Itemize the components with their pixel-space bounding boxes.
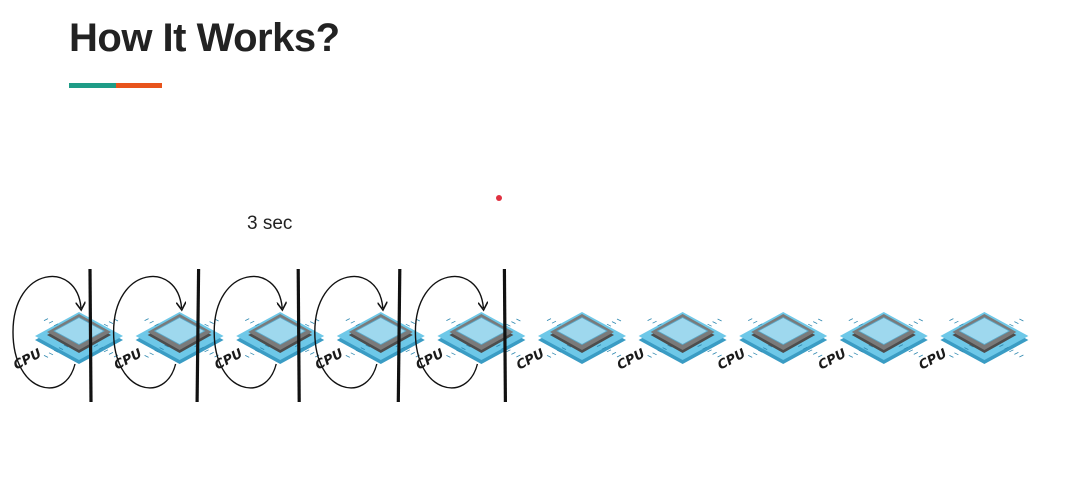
time-slice-divider [502, 268, 507, 403]
cpu-chip: CPU [817, 312, 928, 374]
time-slice-label: 3 sec [247, 213, 293, 234]
title-underline-teal [69, 83, 116, 88]
chip-die [455, 317, 508, 345]
loop-arrow [12, 275, 81, 389]
chip-label: CPU [113, 346, 144, 374]
chip-die [556, 317, 608, 345]
chip-label: CPU [414, 346, 445, 374]
cpu-chip: CPU [314, 312, 425, 374]
chip-label: CPU [12, 346, 43, 374]
chip-label: CPU [716, 346, 747, 374]
chip-label: CPU [213, 346, 244, 374]
loop-arrow [314, 275, 383, 389]
cpu-chip-row: CPU CPU CPU CPU CPU CPU CPU CPU CPU CPU [12, 268, 1029, 403]
chip-die [354, 317, 407, 345]
chip-label: CPU [917, 346, 948, 374]
time-slice-divider [396, 268, 402, 403]
cpu-chip: CPU [213, 312, 325, 374]
time-slice-divider [195, 268, 201, 403]
title-underline-orange [116, 83, 162, 88]
cpu-chip: CPU [12, 312, 123, 374]
slide-title: How It Works? [69, 16, 340, 60]
chip-die [757, 317, 810, 345]
cpu-chip: CPU [616, 312, 727, 374]
chip-die [254, 317, 307, 345]
cpu-chip: CPU [716, 312, 828, 374]
chip-label: CPU [817, 346, 848, 374]
chip-die [656, 317, 709, 345]
chip-label: CPU [515, 346, 546, 374]
loop-arrow [213, 275, 282, 389]
chip-die [958, 317, 1011, 345]
loop-arrow [112, 275, 182, 389]
chip-label: CPU [314, 346, 345, 374]
time-slice-divider [296, 268, 301, 403]
time-slice-divider [88, 268, 93, 403]
loop-arrow [414, 275, 483, 389]
cpu-chip: CPU [113, 312, 224, 374]
pointer-dot [496, 195, 502, 201]
chip-die [153, 317, 206, 345]
chip-label: CPU [616, 346, 647, 374]
cpu-chip: CPU [917, 312, 1029, 374]
cpu-chip: CPU [414, 312, 526, 374]
cpu-chip: CPU [515, 312, 626, 374]
chip-die [857, 317, 910, 345]
